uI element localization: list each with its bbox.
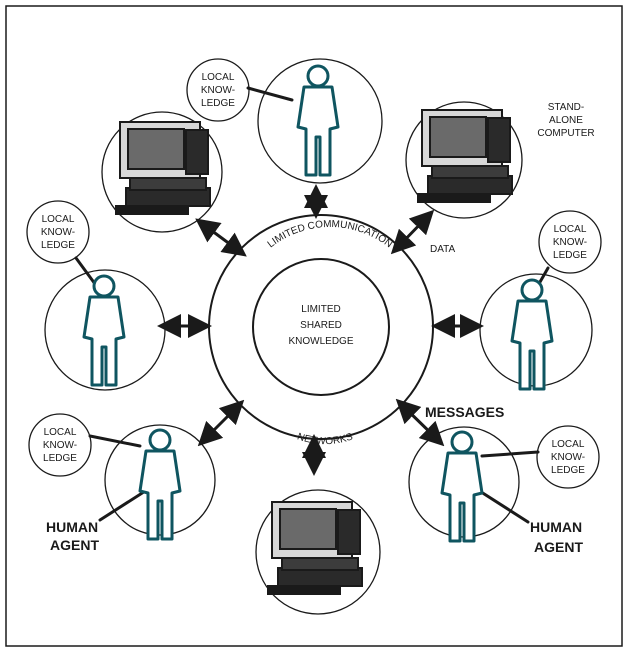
person-right-icon — [512, 280, 552, 389]
human-agent-left-l1: HUMAN — [46, 519, 98, 535]
local-right-l3: LEDGE — [553, 250, 587, 261]
local-top-l1: LOCAL — [202, 72, 235, 83]
human-link-right — [478, 490, 528, 522]
standalone-l2: ALONE — [549, 115, 583, 126]
human-agent-right-l1: HUMAN — [530, 519, 582, 535]
person-top-icon — [298, 66, 338, 175]
local-left-l2: KNOW- — [41, 227, 75, 238]
local-bl-l3: LEDGE — [43, 453, 77, 464]
local-top-l2: KNOW- — [201, 85, 235, 96]
local-bl-l1: LOCAL — [44, 427, 77, 438]
arrow-top-right — [395, 214, 430, 250]
data-label: DATA — [430, 244, 456, 255]
standalone-l3: COMPUTER — [537, 128, 594, 139]
knowledge-link-br — [482, 452, 538, 456]
person-bottom-right-icon — [442, 432, 482, 541]
local-bl-l2: KNOW- — [43, 440, 77, 451]
local-left-l3: LEDGE — [41, 240, 75, 251]
local-br-l3: LEDGE — [551, 465, 585, 476]
local-top-l3: LEDGE — [201, 98, 235, 109]
center-line3: KNOWLEDGE — [288, 336, 353, 347]
local-left-l1: LOCAL — [42, 214, 75, 225]
messages-label: MESSAGES — [425, 404, 504, 420]
local-br-l1: LOCAL — [552, 439, 585, 450]
human-agent-right-l2: AGENT — [534, 539, 583, 555]
standalone-l1: STAND- — [548, 102, 584, 113]
person-bottom-left-icon — [140, 430, 180, 539]
local-right-l2: KNOW- — [553, 237, 587, 248]
center-line2: SHARED — [300, 320, 342, 331]
computer-top-right-icon — [418, 110, 512, 202]
human-agent-left-l2: AGENT — [50, 537, 99, 553]
arrow-bottom-left — [202, 404, 240, 442]
computer-bottom-icon — [268, 502, 362, 594]
computer-top-left-icon — [116, 122, 210, 214]
local-br-l2: KNOW- — [551, 452, 585, 463]
arrow-top-left — [200, 222, 242, 253]
person-left-icon — [84, 276, 124, 385]
knowledge-link-bl — [90, 436, 140, 446]
knowledge-link-top — [248, 88, 292, 100]
local-right-l1: LOCAL — [554, 224, 587, 235]
center-line1: LIMITED — [301, 304, 340, 315]
